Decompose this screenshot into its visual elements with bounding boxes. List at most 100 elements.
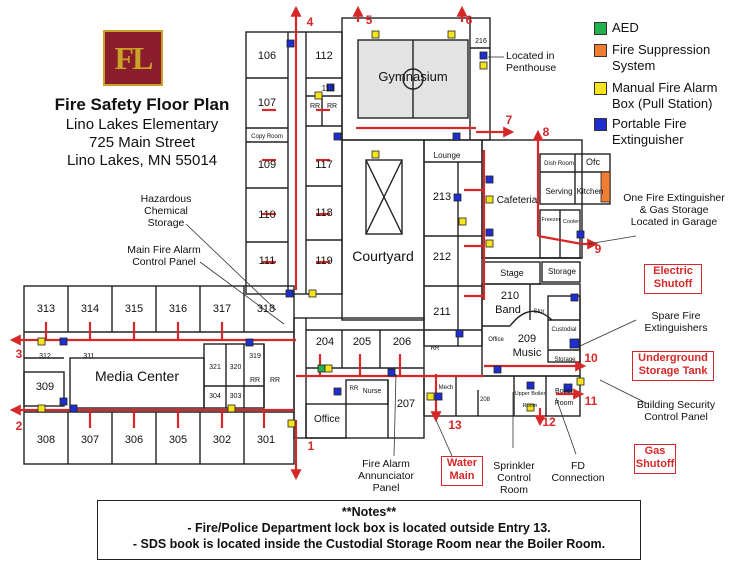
room-label: 320 <box>229 364 242 371</box>
room-label: 117 <box>315 159 333 171</box>
cafeteria-label: Cafeteria <box>496 195 538 206</box>
school-city: Lino Lakes, MN 55014 <box>66 152 218 169</box>
entry-number: 7 <box>505 113 513 127</box>
water-main-label: Water Main <box>441 456 483 486</box>
room-label: 107 <box>257 97 277 109</box>
room-label: Office <box>488 337 504 343</box>
entry-number: 9 <box>594 242 602 256</box>
notes-heading: **Notes** <box>341 505 397 519</box>
room-label: Office <box>314 414 340 425</box>
page-title: Fire Safety Floor Plan <box>54 95 230 114</box>
entry-number: 6 <box>465 13 473 27</box>
notes-line-1: - Fire/Police Department lock box is loc… <box>187 521 551 535</box>
room-label: RR <box>430 346 440 352</box>
school-name: Lino Lakes Elementary <box>65 116 219 133</box>
suppression-swatch-icon <box>594 44 607 57</box>
room-label: 303 <box>229 393 242 400</box>
room-label: Band <box>495 304 521 316</box>
room-label: Kitchen <box>576 187 604 196</box>
room-label: Lounge <box>433 151 461 160</box>
courtyard-label: Courtyard <box>352 248 414 264</box>
entry-number: 13 <box>448 418 462 432</box>
room-label: 110 <box>258 209 276 221</box>
room-label: 313 <box>36 303 56 315</box>
room-label: RR <box>349 386 359 392</box>
entry-number: 1 <box>307 439 315 453</box>
room-label: 311 <box>83 353 95 360</box>
entry-number: 3 <box>15 347 23 361</box>
room-label: RR <box>326 103 338 110</box>
safety-markers <box>37 30 611 428</box>
entry-number: 8 <box>542 125 550 139</box>
room-label: 315 <box>124 303 144 315</box>
room-label: 204 <box>315 336 335 348</box>
walls <box>23 17 611 465</box>
room-label: 209 <box>517 333 537 345</box>
entry-number: 11 <box>584 394 598 408</box>
room-label: 321 <box>209 364 221 371</box>
room-label: Serving <box>545 187 573 196</box>
room-label: Dish Room <box>544 161 574 167</box>
room-label: 113 <box>321 84 335 93</box>
spare-extinguishers-callout: Spare Fire Extinguishers <box>644 310 708 334</box>
notes-box: **Notes** - Fire/Police Department lock … <box>97 500 641 560</box>
room-label: 212 <box>432 251 452 263</box>
room-label: 112 <box>315 50 333 62</box>
room-label: 109 <box>257 159 277 171</box>
room-label: 205 <box>352 336 372 348</box>
room-label: 211 <box>433 306 451 318</box>
school-street: 725 Main Street <box>89 134 195 151</box>
electric-shutoff-label: Electric Shutoff <box>644 264 702 294</box>
room-label: 314 <box>80 303 100 315</box>
main-panel-callout: Main Fire Alarm Control Panel <box>127 244 201 268</box>
underground-tank-label: Underground Storage Tank <box>632 351 714 381</box>
room-label: 302 <box>212 434 232 446</box>
notes-line-2: - SDS book is located inside the Custodi… <box>132 537 606 551</box>
garage-callout: One Fire Extinguisher & Gas Storage Loca… <box>623 192 725 228</box>
room-label: 309 <box>35 381 55 393</box>
entry-number: 2 <box>15 419 23 433</box>
aed-swatch-icon <box>594 22 607 35</box>
room-label: RR <box>269 377 281 384</box>
room-label: 207 <box>396 398 416 410</box>
evacuation-routes <box>9 5 599 481</box>
room-label: 208 <box>479 397 490 403</box>
room-label: 305 <box>168 434 188 446</box>
room-label: 216 <box>475 38 487 45</box>
room-label: 106 <box>257 50 277 62</box>
room-label: 118 <box>315 207 333 219</box>
room-label: Music <box>512 347 542 359</box>
room-label: RR <box>309 103 321 110</box>
entry-number: 12 <box>542 415 556 429</box>
sprinkler-room-callout: Sprinkler Control Room <box>493 460 535 496</box>
entry-number: 5 <box>365 13 373 27</box>
room-label: 318 <box>256 303 276 315</box>
room-label: Cooler <box>562 219 580 225</box>
penthouse-callout: Located in Penthouse <box>506 50 557 74</box>
room-label: 111 <box>258 255 276 267</box>
room-label: Ofc <box>585 157 600 167</box>
room-label: 213 <box>432 191 452 203</box>
room-label: 119 <box>315 255 333 267</box>
media-center-label: Media Center <box>94 368 180 384</box>
callout-leaders <box>185 56 649 457</box>
pull-station-swatch-icon <box>594 82 607 95</box>
room-label: 307 <box>80 434 100 446</box>
room-label: 316 <box>168 303 188 315</box>
room-label: Storage <box>554 357 576 363</box>
room-label: Upper Boiler Room <box>514 391 546 409</box>
room-label: 206 <box>392 336 412 348</box>
room-label: Freezer <box>541 217 561 223</box>
entry-number: 10 <box>584 351 598 365</box>
room-label: Custodial <box>551 327 577 333</box>
annunciator-callout: Fire Alarm Annunciator Panel <box>357 458 415 494</box>
room-label: 210 <box>500 290 520 302</box>
gas-shutoff-label: Gas Shutoff <box>634 444 676 474</box>
room-label: 312 <box>39 353 51 360</box>
entry-number: 4 <box>306 15 314 29</box>
room-label: Stor <box>533 309 545 315</box>
room-label: Storage <box>547 267 577 276</box>
extinguisher-swatch-icon <box>594 118 607 131</box>
room-label: 308 <box>36 434 56 446</box>
room-label: 317 <box>212 303 232 315</box>
